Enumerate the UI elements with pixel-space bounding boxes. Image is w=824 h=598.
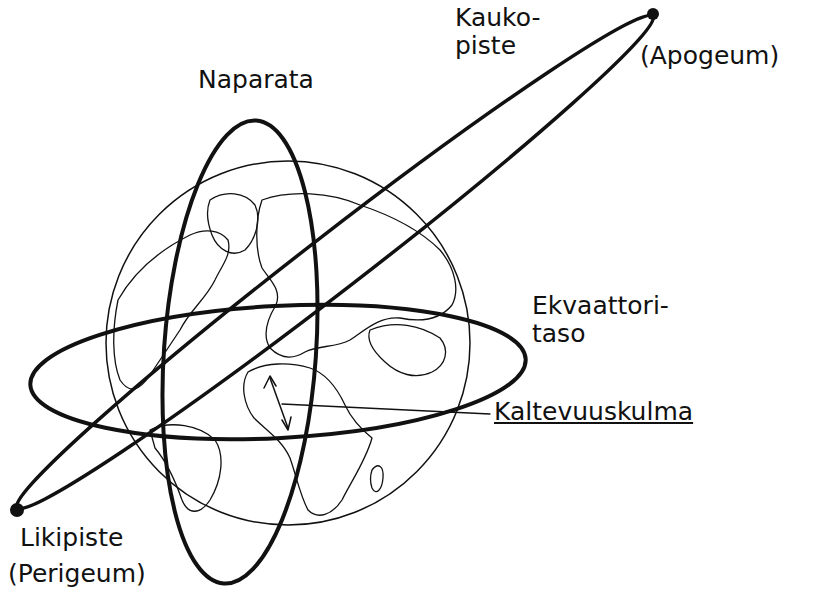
- apogee-label: Kauko- piste: [455, 4, 555, 59]
- arrowhead: [282, 417, 291, 430]
- equator-plane-label: Ekvaattori- taso: [532, 292, 712, 347]
- globe-outline: [106, 161, 470, 525]
- continent-outline: [208, 194, 258, 253]
- elliptical-orbit: [0, 0, 670, 530]
- apogee-term: (Apogeum): [640, 42, 810, 70]
- continent-outline: [369, 325, 446, 376]
- perigee-term: (Perigeum): [8, 560, 188, 588]
- arrowhead: [264, 376, 276, 388]
- island-outline: [371, 466, 384, 492]
- polar-orbit-label: Naparata: [198, 66, 348, 94]
- leader-line: [282, 404, 490, 414]
- perigee-label: Likipiste: [20, 524, 190, 552]
- inclination-arrow: [270, 378, 288, 428]
- apogee-dot: [647, 8, 659, 20]
- inclination-label: Kaltevuuskulma: [494, 398, 754, 426]
- equatorial-orbit: [27, 293, 529, 451]
- perigee-dot: [10, 503, 24, 517]
